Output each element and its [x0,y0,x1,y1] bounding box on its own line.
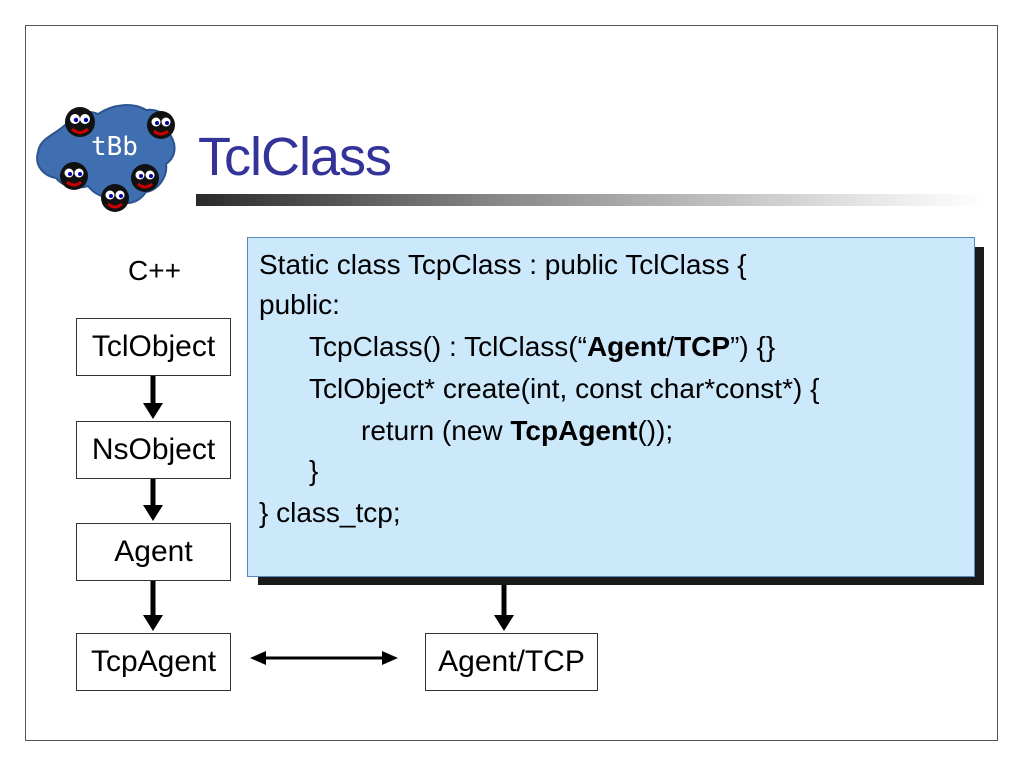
code-text: TcpClass() : TclClass(“ [309,331,587,362]
code-keyword-agent: Agent [586,331,667,362]
code-line-3: TcpClass() : TclClass(“Agent/TCP”) {} [309,328,775,366]
class-box-agent: Agent [76,523,231,581]
code-line-6: } [309,455,319,486]
title-underline-bar [196,194,986,206]
logo-text: tBb [91,132,138,162]
class-box-agent-tcp: Agent/TCP [425,633,598,691]
class-box-tcpagent: TcpAgent [76,633,231,691]
code-text: / [666,331,675,362]
code-panel: Static class TcpClass : public TclClass … [247,237,975,577]
class-box-nsobject: NsObject [76,421,231,479]
logo-face-icon [131,164,159,192]
code-text: ()); [637,415,674,446]
code-line-1: Static class TcpClass : public TclClass … [259,249,747,280]
code-line-5: return (new TcpAgent()); [361,412,673,450]
code-text: return (new [361,415,511,446]
class-box-tclobject: TclObject [76,318,231,376]
tbb-logo: tBb [36,104,176,212]
code-line-2: public: [259,289,340,320]
logo-face-icon [147,111,175,139]
code-keyword-tcp: TCP [674,331,731,362]
code-text: ”) {} [730,331,776,362]
logo-face-icon [65,107,95,137]
code-line-7: } class_tcp; [259,497,401,528]
slide-title: TclClass [198,127,392,187]
logo-face-icon [101,184,129,212]
cpp-column-label: C++ [128,255,181,286]
code-keyword-tcpagent: TcpAgent [510,415,638,446]
logo-face-icon [60,162,88,190]
code-line-4: TclObject* create(int, const char*const*… [309,373,820,404]
